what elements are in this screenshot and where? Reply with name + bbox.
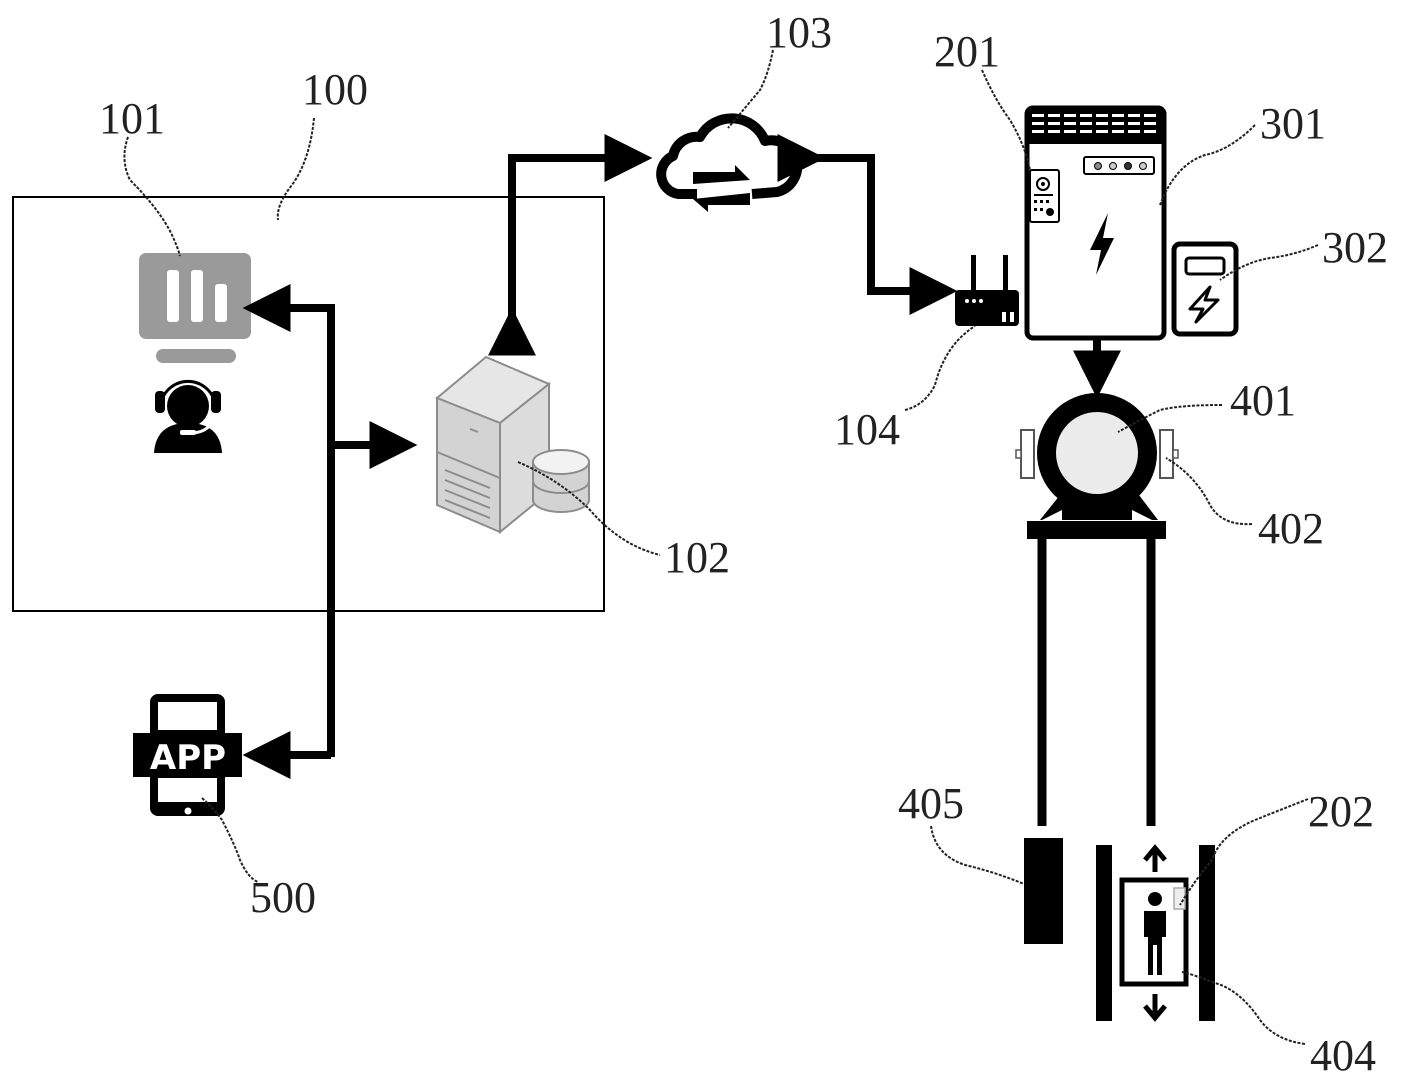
leader-100: [276, 117, 315, 221]
leader-101: [123, 136, 181, 257]
controller-module-icon: [1029, 169, 1060, 223]
car-module-icon: [1173, 887, 1186, 910]
label-104: 104: [834, 405, 900, 454]
label-101: 101: [99, 94, 165, 143]
lightning-icon: [1090, 213, 1114, 275]
mobile-app-icon: APP: [133, 694, 242, 816]
indicator-panel: [1083, 156, 1155, 175]
cloud-icon: [656, 113, 803, 212]
leader-405: [930, 825, 1025, 885]
leader-102: [517, 461, 661, 556]
control-cabinet-icon: [1024, 105, 1167, 341]
label-202: 202: [1308, 787, 1374, 836]
elevator-shaft: [1096, 845, 1215, 1021]
operator-headset-icon: [154, 379, 222, 453]
monitor-terminal-icon: [139, 253, 251, 363]
leader-201: [981, 69, 1031, 171]
leader-103: [727, 49, 774, 129]
leader-302: [1219, 244, 1319, 281]
power-unit-icon: [1171, 241, 1239, 337]
counterweight-icon: [1024, 838, 1063, 944]
leader-401: [1117, 404, 1223, 433]
brake-icon: [1015, 429, 1179, 479]
label-500: 500: [250, 873, 316, 922]
leader-202: [1179, 798, 1309, 906]
arrow-bus-to-monitor: [242, 284, 335, 757]
label-301: 301: [1260, 99, 1326, 148]
arrow-cloud-router: [777, 134, 958, 315]
database-icon: [532, 449, 590, 513]
elevator-down-arrow-icon: [1143, 994, 1167, 1022]
label-404: 404: [1310, 1031, 1376, 1080]
system-box: [12, 196, 605, 612]
app-label: APP: [150, 738, 226, 778]
leader-402: [1165, 457, 1253, 526]
elevator-up-arrow-icon: [1143, 844, 1167, 872]
leader-404: [1181, 971, 1306, 1045]
arrow-server-cloud: [488, 134, 653, 356]
label-100: 100: [302, 65, 368, 114]
label-103: 103: [766, 8, 832, 57]
leader-500: [201, 797, 259, 883]
label-402: 402: [1258, 504, 1324, 553]
router-icon: [955, 254, 1019, 326]
leader-104: [904, 325, 976, 411]
server-icon: [435, 355, 551, 535]
label-302: 302: [1322, 223, 1388, 272]
leader-301: [1159, 124, 1256, 206]
cabinet-vent-grille: [1032, 114, 1156, 133]
label-405: 405: [898, 779, 964, 828]
label-102: 102: [664, 533, 730, 582]
traction-machine-icon: [1027, 393, 1166, 539]
label-201: 201: [934, 27, 1000, 76]
label-401: 401: [1230, 376, 1296, 425]
